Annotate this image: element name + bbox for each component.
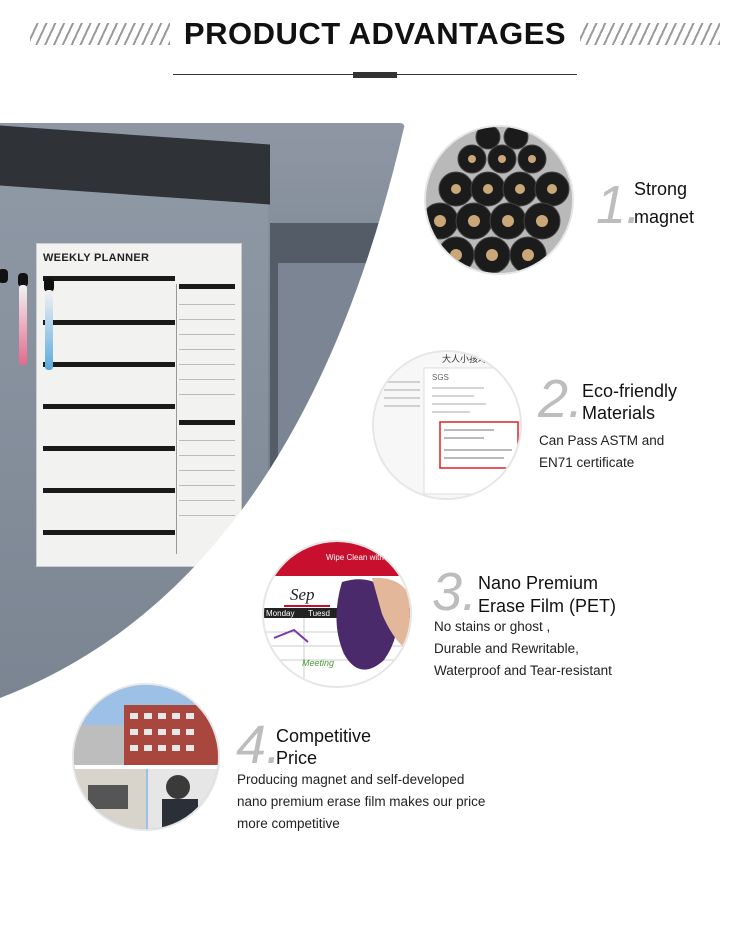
planner-line bbox=[179, 440, 235, 441]
feature-number: 3. bbox=[432, 562, 478, 622]
marker-cap bbox=[18, 273, 28, 287]
planner-line bbox=[179, 515, 235, 516]
planner-title: WEEKLY PLANNER bbox=[43, 252, 150, 264]
feature-number: 4. bbox=[236, 715, 282, 775]
planner-line bbox=[179, 455, 235, 456]
wipe-clean-photo: Wipe Clean with Sep Monday Tuesd Meeting bbox=[262, 540, 412, 688]
planner-day-bar bbox=[43, 530, 175, 535]
marker-pen-pink bbox=[19, 285, 27, 365]
section-header: PRODUCT ADVANTAGES bbox=[0, 14, 750, 54]
banner-text: Wipe Clean with bbox=[326, 553, 384, 562]
feature-title: Materials bbox=[582, 403, 656, 423]
feature-title: Nano Premium bbox=[478, 573, 599, 593]
planner-line bbox=[179, 364, 235, 365]
feature-description: more competitive bbox=[237, 816, 340, 831]
planner-line bbox=[179, 349, 235, 350]
marker-pen-blue bbox=[45, 290, 53, 370]
planner-line bbox=[179, 304, 235, 305]
planner-divider bbox=[176, 284, 177, 554]
feature-description: Producing magnet and self-developed bbox=[237, 772, 465, 787]
certificate-title: 大人小孩均可 bbox=[442, 353, 496, 365]
planner-day-bar bbox=[43, 320, 175, 325]
feature-title: Eco-friendly bbox=[582, 381, 678, 401]
certificate-label: SGS bbox=[432, 373, 449, 382]
board-word: Sep bbox=[290, 585, 315, 604]
feature-number: 1. bbox=[596, 175, 642, 235]
feature-description: No stains or ghost , bbox=[434, 619, 551, 634]
planner-day-bar bbox=[43, 404, 175, 409]
planner-day-bar bbox=[43, 362, 175, 367]
board-note: Meeting bbox=[302, 658, 334, 668]
marker-cap bbox=[44, 278, 54, 292]
feature-description: nano premium erase film makes our price bbox=[237, 794, 486, 809]
feature-description: EN71 certificate bbox=[539, 455, 635, 470]
planner-line bbox=[179, 394, 235, 395]
planner-notes-bar bbox=[179, 420, 235, 425]
decorative-stripes-left bbox=[29, 23, 170, 45]
planner-notes-bar bbox=[179, 284, 235, 289]
feature-title: Competitive bbox=[276, 726, 372, 746]
planner-day-bar bbox=[43, 488, 175, 493]
planner-line bbox=[179, 485, 235, 486]
day-label: Monday bbox=[266, 609, 294, 618]
factory-photo bbox=[72, 683, 220, 831]
feature-title: Strong bbox=[634, 179, 688, 199]
decorative-stripes-right bbox=[580, 23, 721, 45]
magnet-rolls-photo bbox=[424, 125, 574, 275]
certificate-photo: 大人小孩均可 SGS bbox=[372, 350, 522, 500]
feature-description: Durable and Rewritable, bbox=[434, 641, 579, 656]
day-label: Tuesd bbox=[308, 609, 330, 618]
feature-title: Erase Film (PET) bbox=[478, 596, 617, 616]
weekly-planner-board: WEEKLY PLANNER bbox=[36, 243, 242, 567]
planner-line bbox=[179, 470, 235, 471]
planner-line bbox=[179, 334, 235, 335]
planner-line bbox=[179, 379, 235, 380]
page-title: PRODUCT ADVANTAGES bbox=[183, 16, 567, 51]
planner-day-bar bbox=[43, 446, 175, 451]
title-underline-accent bbox=[353, 72, 397, 78]
planner-line bbox=[179, 319, 235, 320]
feature-title: Price bbox=[276, 748, 318, 768]
feature-title: magnet bbox=[634, 207, 695, 227]
feature-description: Can Pass ASTM and bbox=[539, 433, 665, 448]
planner-line bbox=[179, 500, 235, 501]
planner-day-bar bbox=[43, 276, 175, 281]
feature-number: 2. bbox=[538, 369, 584, 429]
feature-description: Waterproof and Tear-resistant bbox=[434, 663, 612, 678]
marker-cap bbox=[0, 269, 8, 283]
